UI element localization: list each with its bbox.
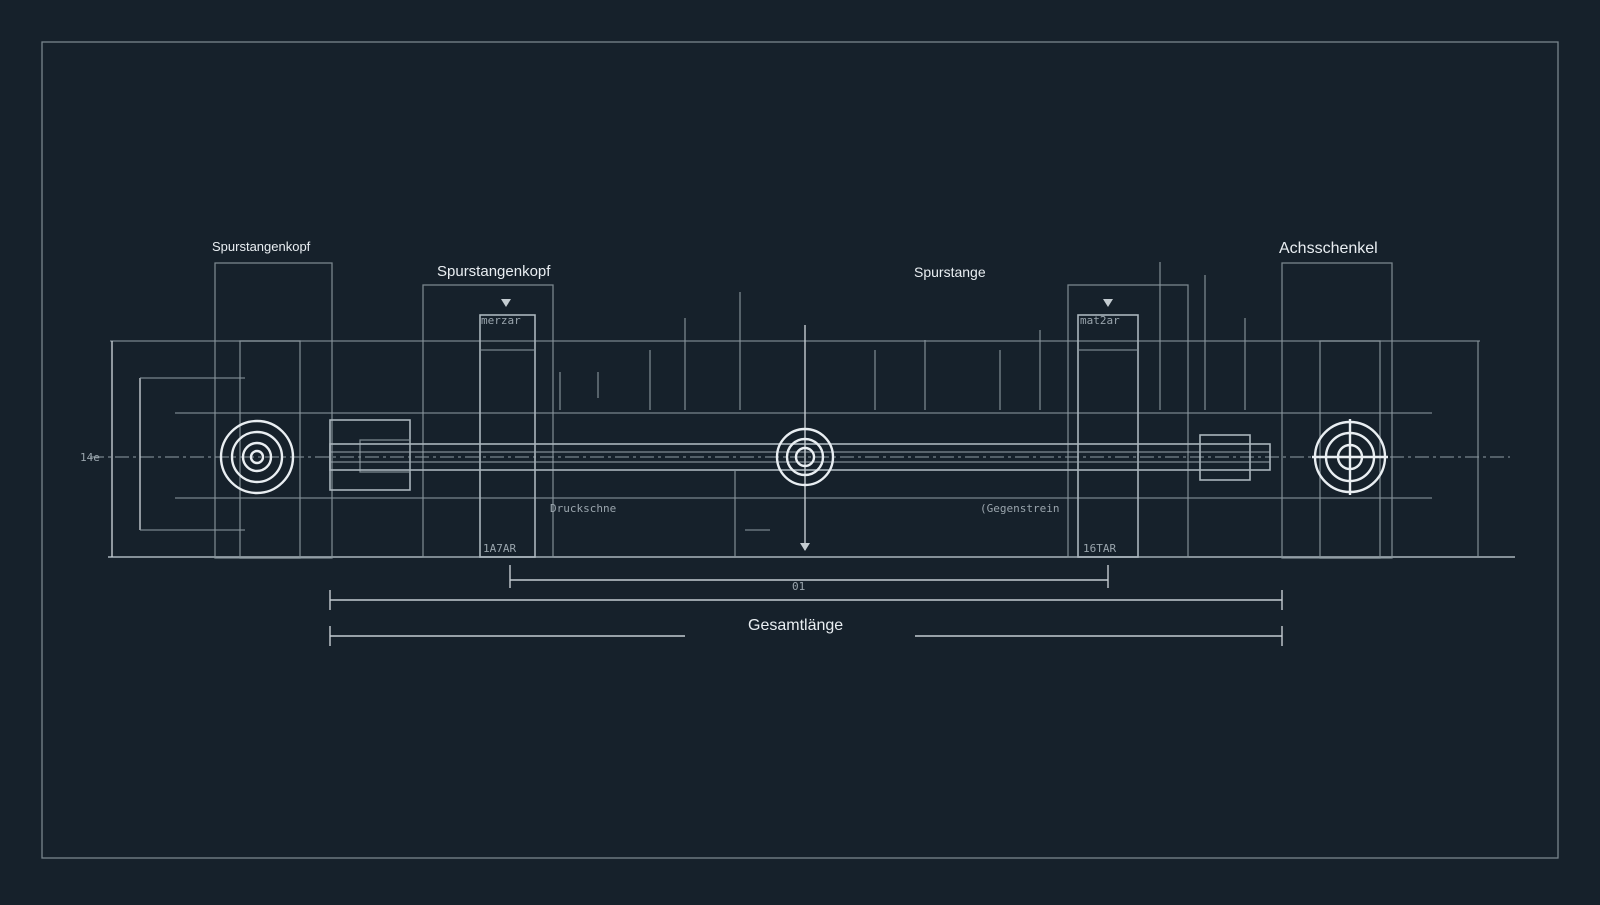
- right-ball-joint: [1312, 419, 1388, 495]
- left-ball-joint: [219, 419, 295, 495]
- left-marker-triangle: [501, 299, 511, 307]
- tie-rod-body: [329, 443, 1271, 471]
- svg-text:Druckschne: Druckschne: [550, 502, 616, 515]
- center-joint: [775, 427, 835, 487]
- label-steering-knuckle: Achsschenkel: [1279, 240, 1378, 257]
- left-knuckle-block: [214, 262, 333, 559]
- svg-text:merzar: merzar: [481, 314, 521, 327]
- label-total-length: Gesamtlänge: [748, 617, 844, 634]
- label-tie-rod: Spurstange: [914, 264, 986, 280]
- svg-text:(Gegenstrein: (Gegenstrein: [980, 502, 1059, 515]
- label-tie-rod-end-left: Spurstangenkopf: [212, 239, 311, 254]
- left-tie-rod-end-body: [329, 419, 411, 491]
- label-tie-rod-end-inner: Spurstangenkopf: [437, 263, 551, 280]
- svg-text:1A7AR: 1A7AR: [483, 542, 516, 555]
- right-marker-triangle: [1103, 299, 1113, 307]
- svg-text:01: 01: [792, 580, 805, 593]
- right-tie-rod-end-body: [1199, 434, 1251, 481]
- svg-text:mat2ar: mat2ar: [1080, 314, 1120, 327]
- drawing-frame: [41, 41, 1559, 859]
- right-knuckle-block: [1281, 262, 1393, 559]
- svg-text:16TAR: 16TAR: [1083, 542, 1116, 555]
- left-dim-text: 14e: [80, 451, 100, 464]
